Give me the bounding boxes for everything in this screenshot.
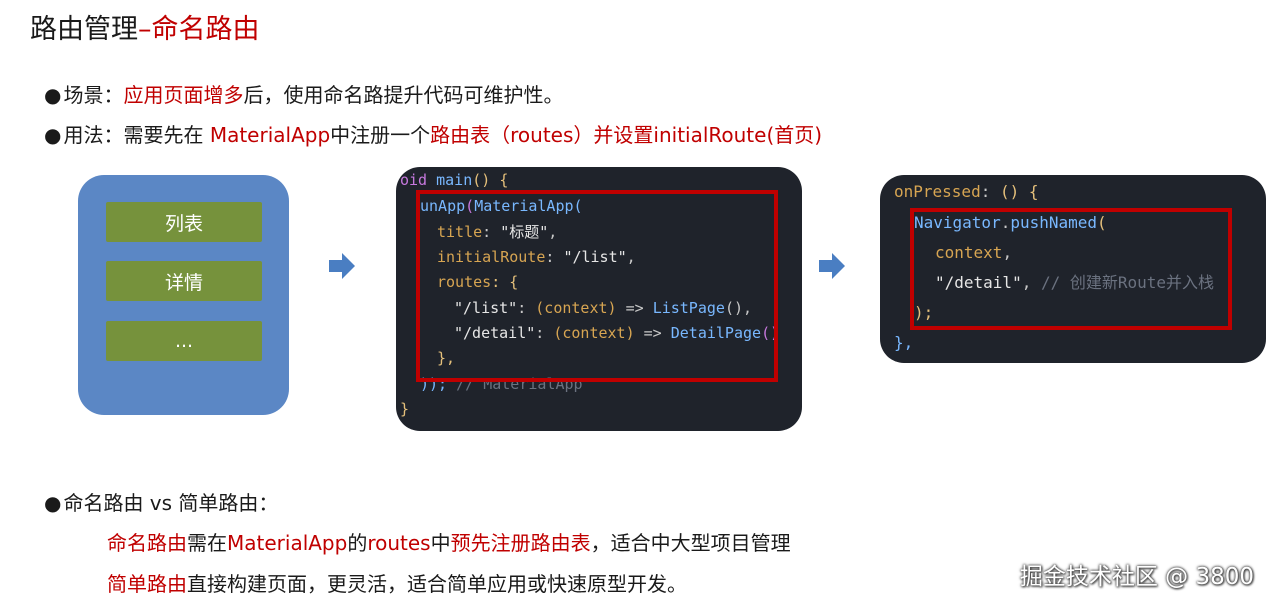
- title-main: 路由管理: [30, 14, 138, 45]
- code-line: Navigator.pushNamed(: [914, 213, 1107, 232]
- title-dash: –: [138, 14, 152, 45]
- code-panel-navigator: onPressed: () { Navigator.pushNamed( con…: [880, 175, 1266, 363]
- code-line: }: [400, 400, 410, 418]
- arrow-right-icon: [819, 253, 845, 279]
- bullet-highlight: MaterialApp: [209, 123, 331, 147]
- code-line: routes: {: [437, 273, 519, 291]
- compare-heading-text: 命名路由 vs 简单路由：: [63, 491, 279, 515]
- code-line: );: [914, 303, 934, 322]
- bullet-highlight: 应用页面增多: [123, 83, 244, 107]
- code-line: oid main() {: [400, 171, 509, 189]
- compare-line-named: 命名路由需在MaterialApp的routes中预先注册路由表，适合中大型项目…: [107, 531, 791, 555]
- code-line: title: "标题",: [437, 223, 558, 241]
- code-line: initialRoute: "/list",: [437, 248, 636, 266]
- list-item-list: 列表: [106, 202, 262, 242]
- bullet-dot-icon: ●: [44, 123, 62, 147]
- code-line: "/list": (context) => ListPage(),: [454, 299, 753, 317]
- code-line: },: [437, 349, 456, 367]
- bullet-text: 后，使用命名路提升代码可维护性。: [243, 83, 564, 107]
- page-title: 路由管理–命名路由: [30, 10, 260, 50]
- highlight-box: [910, 208, 1232, 330]
- code-line: unApp(MaterialApp(: [420, 197, 583, 215]
- code-line: onPressed: () {: [894, 182, 1039, 201]
- code-line: "/detail", // 创建新Route并入栈: [935, 273, 1215, 292]
- bullet-usage: ●用法：需要先在 MaterialApp中注册一个路由表（routes）并设置i…: [44, 120, 822, 150]
- list-item-more: ...: [106, 321, 262, 361]
- code-line: context,: [935, 243, 1013, 262]
- code-line: },: [894, 333, 914, 352]
- compare-line-simple: 简单路由直接构建页面，更灵活，适合简单应用或快速原型开发。: [107, 572, 687, 596]
- bullet-scenario: ●场景：应用页面增多后，使用命名路提升代码可维护性。: [44, 80, 563, 110]
- list-item-detail: 详情: [106, 261, 262, 301]
- compare-heading: ●命名路由 vs 简单路由：: [44, 488, 278, 518]
- code-panel-routes: oid main() { unApp(MaterialApp( title: "…: [396, 167, 802, 431]
- watermark: 掘金技术社区 @ 3800: [1019, 564, 1254, 590]
- bullet-label: 用法：需要先在: [63, 123, 210, 147]
- code-line: "/detail": (context) => DetailPage(): [454, 324, 780, 342]
- highlight-box: [416, 190, 778, 382]
- route-list-panel: 列表 详情 ...: [78, 175, 289, 415]
- bullet-text: 中注册一个: [330, 123, 431, 147]
- arrow-right-icon: [329, 253, 355, 279]
- bullet-dot-icon: ●: [44, 83, 62, 107]
- title-accent: 命名路由: [151, 14, 260, 45]
- bullet-highlight: 路由表（routes）并设置initialRoute(首页): [430, 123, 823, 147]
- bullet-dot-icon: ●: [44, 491, 62, 515]
- bullet-label: 场景：: [63, 83, 124, 107]
